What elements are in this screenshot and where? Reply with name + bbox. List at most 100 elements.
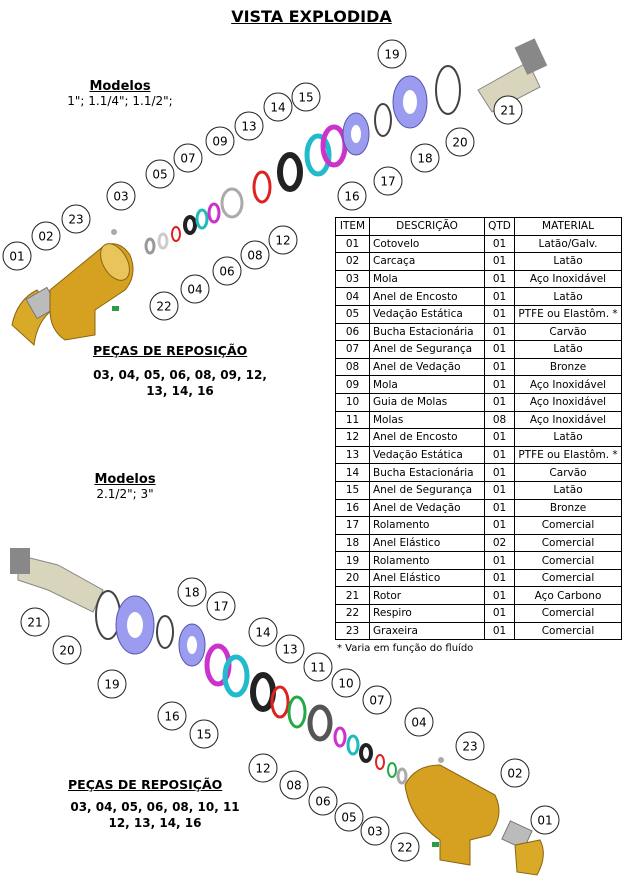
cell-material: Latão xyxy=(514,340,622,359)
cell-item: 03 xyxy=(335,269,370,289)
body-part xyxy=(404,764,500,866)
bottom-callout-22: 22 xyxy=(390,832,420,862)
cell-material: Aço Inoxidável xyxy=(514,410,622,430)
bottom-assembly xyxy=(10,548,544,876)
cell-item: 17 xyxy=(335,516,370,535)
cell-description: Graxeira xyxy=(369,621,485,641)
col-qty: QTD xyxy=(484,217,515,236)
top-callout-07: 07 xyxy=(173,143,203,173)
cell-qty: 01 xyxy=(484,304,515,324)
cell-material: Comercial xyxy=(514,621,622,641)
cell-description: Rolamento xyxy=(369,551,485,570)
top-callout-14: 14 xyxy=(263,92,293,122)
bottom-callout-04: 04 xyxy=(404,707,434,737)
cell-description: Molas xyxy=(369,410,485,430)
cell-material: Bronze xyxy=(514,498,622,518)
top-models-block: Modelos 1"; 1.1/4"; 1.1/2"; xyxy=(50,79,190,108)
top-spares-line1: 03, 04, 05, 06, 08, 09, 12, xyxy=(93,368,267,382)
cell-qty: 01 xyxy=(484,252,515,271)
cell-description: Mola xyxy=(369,375,485,394)
cell-item: 05 xyxy=(335,304,370,324)
top-callout-21: 21 xyxy=(493,95,523,125)
cell-material: Comercial xyxy=(514,551,622,570)
bottom-callout-07: 07 xyxy=(362,685,392,715)
col-material: MATERIAL xyxy=(514,217,622,236)
cell-description: Anel Elástico xyxy=(369,533,485,553)
top-callout-19: 19 xyxy=(377,39,407,69)
cell-item: 08 xyxy=(335,357,370,377)
cell-description: Vedação Estática xyxy=(369,445,485,465)
top-callout-08: 08 xyxy=(240,240,270,270)
cell-item: 19 xyxy=(335,551,370,570)
top-callout-01: 01 xyxy=(2,241,32,271)
cell-item: 20 xyxy=(335,568,370,588)
bottom-models-label: Modelos xyxy=(94,472,156,487)
bottom-models-list: 2.1/2"; 3" xyxy=(96,487,154,501)
bottom-callout-01: 01 xyxy=(530,805,560,835)
bottom-callout-23: 23 xyxy=(455,731,485,761)
cell-material: Aço Inoxidável xyxy=(514,375,622,394)
cell-qty: 08 xyxy=(484,410,515,430)
bottom-spares-line2: 12, 13, 14, 16 xyxy=(108,816,202,830)
cell-qty: 01 xyxy=(484,463,515,482)
cell-item: 16 xyxy=(335,498,370,518)
bottom-spares-line1: 03, 04, 05, 06, 08, 10, 11 xyxy=(70,800,240,814)
bottom-callout-15: 15 xyxy=(189,719,219,749)
cell-material: Comercial xyxy=(514,533,622,553)
cell-description: Anel de Vedação xyxy=(369,498,485,518)
top-callout-12: 12 xyxy=(268,225,298,255)
cell-item: 11 xyxy=(335,410,370,430)
bottom-callout-19: 19 xyxy=(97,669,127,699)
cell-item: 14 xyxy=(335,463,370,482)
cell-description: Anel Elástico xyxy=(369,568,485,588)
cell-material: Latão xyxy=(514,428,622,447)
cell-qty: 01 xyxy=(484,392,515,412)
cell-description: Anel de Segurança xyxy=(369,480,485,500)
cell-item: 06 xyxy=(335,322,370,342)
cell-description: Anel de Vedação xyxy=(369,357,485,377)
cell-item: 07 xyxy=(335,340,370,359)
cell-description: Anel de Segurança xyxy=(369,340,485,359)
elbow-part xyxy=(514,839,544,876)
cell-qty: 01 xyxy=(484,586,515,606)
cell-description: Vedação Estática xyxy=(369,304,485,324)
top-callout-03: 03 xyxy=(106,181,136,211)
cell-description: Cotovelo xyxy=(369,234,485,254)
col-description: DESCRIÇÃO xyxy=(369,217,485,236)
top-spares-label: PEÇAS DE REPOSIÇÃO xyxy=(93,343,248,358)
cell-item: 04 xyxy=(335,287,370,306)
cell-description: Guia de Molas xyxy=(369,392,485,412)
cell-material: PTFE ou Elastôm. * xyxy=(514,304,622,324)
bottom-callout-06: 06 xyxy=(308,786,338,816)
cell-qty: 01 xyxy=(484,498,515,518)
page-title: VISTA EXPLODIDA xyxy=(231,7,392,26)
top-callout-13: 13 xyxy=(234,111,264,141)
cell-qty: 01 xyxy=(484,357,515,377)
top-callout-20: 20 xyxy=(445,127,475,157)
cell-item: 01 xyxy=(335,234,370,254)
cell-qty: 01 xyxy=(484,604,515,623)
cell-qty: 01 xyxy=(484,516,515,535)
bottom-spares-label: PEÇAS DE REPOSIÇÃO xyxy=(68,777,223,792)
cell-material: Latão xyxy=(514,287,622,306)
rotor-part xyxy=(477,61,541,113)
